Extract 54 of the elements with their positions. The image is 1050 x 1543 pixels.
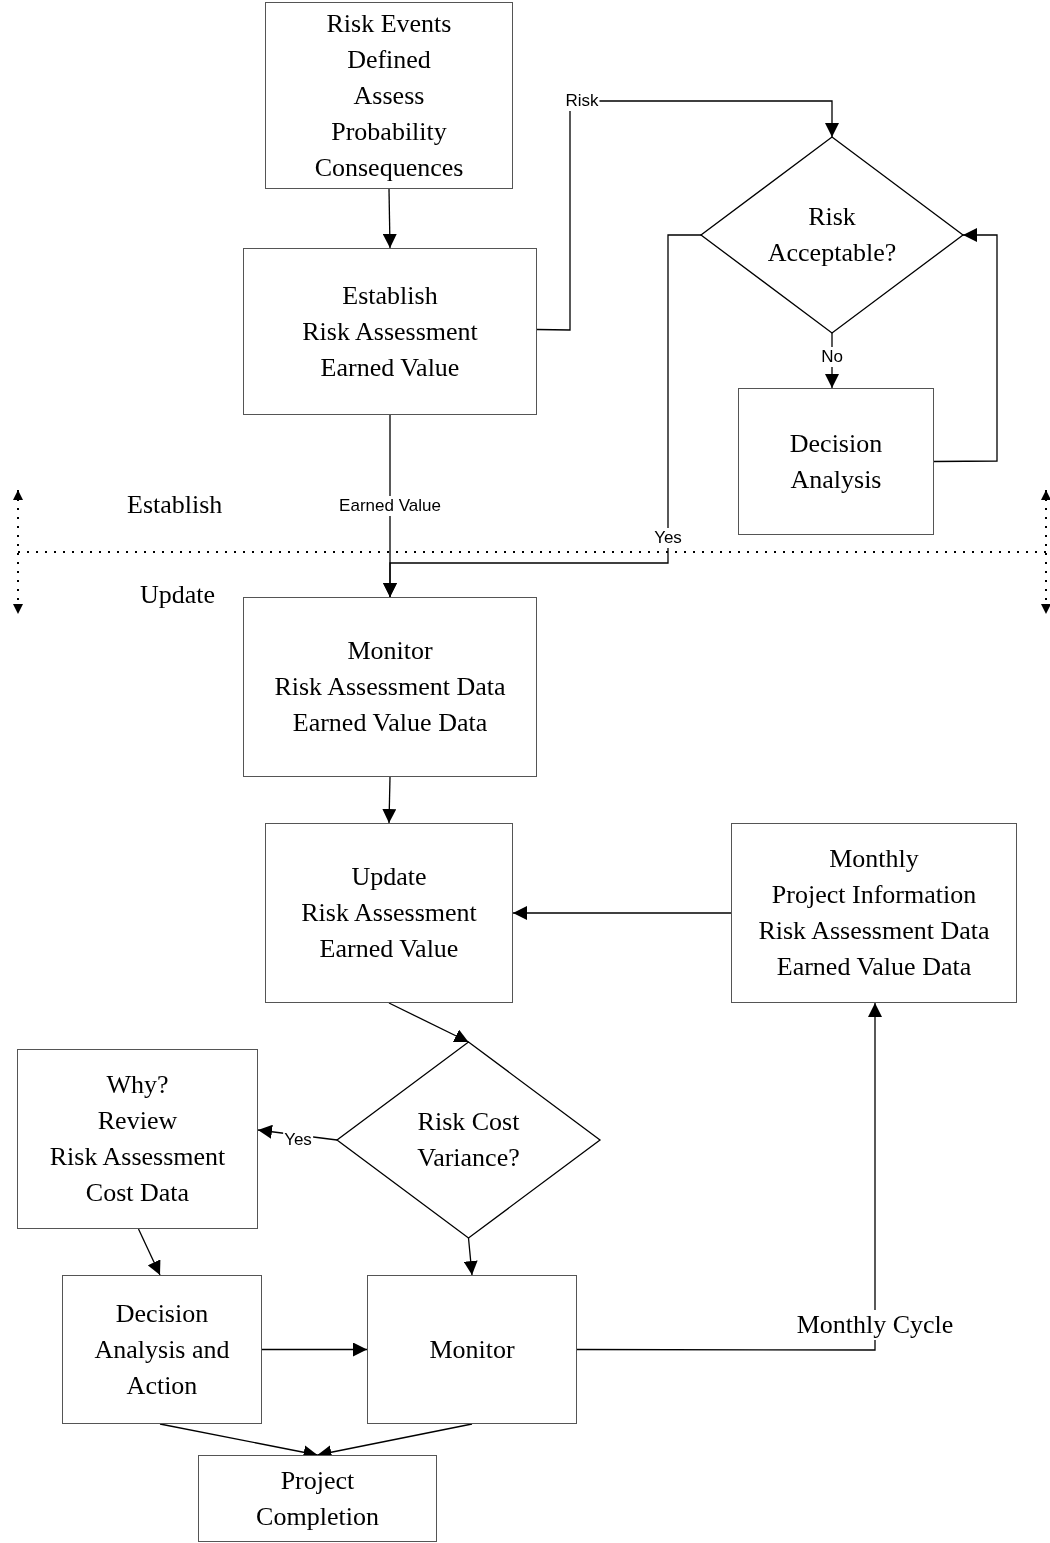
decision-diamond [701,137,963,333]
phase-label: Establish [127,490,223,520]
connector-arrow [576,1002,882,1351]
edge-label: Risk [564,91,600,111]
node-text: Decision Analysis and Action [93,1297,231,1402]
node-text: Decision Analysis [789,427,883,496]
phase-label: Update [140,580,216,610]
node-text: Monitor [347,635,433,667]
connector-arrow [261,1342,368,1357]
node-text: Project Completion [256,1464,379,1533]
connector-arrow [388,1002,470,1043]
node-text: Risk Assessment [301,897,477,929]
node-text: Risk Assessment [302,315,478,348]
node-text: Earned Value [320,351,460,384]
connector-arrow [382,188,397,249]
process-box [738,388,934,535]
node-text: Monthly [829,843,919,875]
node-text: Earned Value Data [292,707,488,739]
node-text: Risk Assessment Data [274,671,506,703]
node-text: Project Information [771,879,977,911]
connector-arrow [512,906,732,920]
connector-arrow [463,1237,478,1276]
node-text: Risk Events Defined [325,7,453,76]
process-box [731,823,1017,1003]
node-text: Why? [105,1069,170,1101]
node-text: Earned Value [319,933,459,965]
edge-label: No [820,347,844,367]
node-text: Risk Cost Variance? [417,1106,520,1174]
process-box [265,2,513,189]
node-text: Establish [342,279,438,312]
process-box [243,248,537,415]
connector-arrow [536,100,839,331]
node-text: Risk Assessment Cost Data [48,1141,227,1209]
node-text: Risk Acceptable? [767,201,897,269]
connector-arrow [383,414,397,598]
connector-arrow [933,228,998,463]
node-text: Update [351,861,427,893]
edge-label: Yes [653,528,683,548]
node-text: Monitor [429,1333,515,1366]
node-text: Risk Assessment Data [758,915,990,947]
node-text: Review [96,1105,179,1137]
connector-arrow [382,776,397,824]
edge-label: Monthly Cycle [794,1310,956,1340]
process-box [17,1049,258,1229]
edge-label: Earned Value [338,496,442,516]
process-box [62,1275,262,1424]
process-box [265,823,513,1003]
node-text: Earned Value Data [776,951,972,983]
process-box [367,1275,577,1424]
connector-arrow [137,1228,161,1276]
process-box [198,1455,437,1542]
node-text: Assess Probability Consequences [313,79,465,184]
process-box [243,597,537,777]
decision-diamond [337,1042,600,1238]
